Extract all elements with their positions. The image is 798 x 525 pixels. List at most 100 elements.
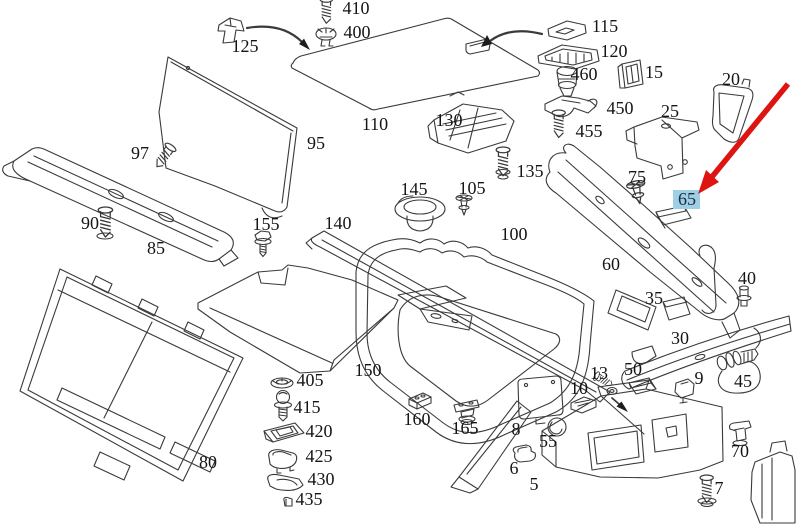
flow-arrow-13-to-panel bbox=[611, 397, 628, 412]
callout-5[interactable]: 5 bbox=[530, 474, 539, 494]
part-400-clip-nut bbox=[315, 27, 337, 47]
callout-25[interactable]: 25 bbox=[661, 101, 679, 121]
part-110-load-floor-panel bbox=[290, 17, 541, 111]
callout-85[interactable]: 85 bbox=[147, 238, 165, 258]
part-55-grommet bbox=[547, 417, 567, 437]
part-35-pad bbox=[662, 296, 691, 321]
part-410-screw bbox=[319, 0, 334, 24]
callout-400[interactable]: 400 bbox=[344, 22, 371, 42]
callout-60[interactable]: 60 bbox=[602, 254, 620, 274]
callout-455[interactable]: 455 bbox=[576, 121, 603, 141]
part-115-cover-lid bbox=[547, 20, 587, 41]
callout-40[interactable]: 40 bbox=[738, 268, 756, 288]
callout-90[interactable]: 90 bbox=[81, 213, 99, 233]
callout-100[interactable]: 100 bbox=[501, 224, 528, 244]
flow-arrow-115-to-floor bbox=[481, 30, 544, 47]
callout-140[interactable]: 140 bbox=[325, 213, 352, 233]
part-105-push-clip bbox=[455, 194, 473, 216]
part-100-trunk-tub bbox=[355, 238, 595, 445]
callout-110[interactable]: 110 bbox=[362, 114, 388, 134]
part-155-bolt bbox=[254, 230, 272, 258]
callout-130[interactable]: 130 bbox=[436, 110, 463, 130]
part-70-bracket bbox=[728, 420, 752, 447]
part-80-seat-back-panel bbox=[19, 268, 244, 482]
callout-45[interactable]: 45 bbox=[734, 371, 752, 391]
callout-420[interactable]: 420 bbox=[306, 421, 333, 441]
callout-50[interactable]: 50 bbox=[624, 359, 642, 379]
callout-430[interactable]: 430 bbox=[308, 469, 335, 489]
callout-410[interactable]: 410 bbox=[343, 0, 370, 18]
part-10-clip bbox=[570, 396, 597, 414]
callout-65-highlight-box[interactable] bbox=[673, 190, 700, 209]
callout-165[interactable]: 165 bbox=[452, 418, 479, 438]
callout-35[interactable]: 35 bbox=[645, 288, 663, 308]
callout-425[interactable]: 425 bbox=[306, 446, 333, 466]
callout-120[interactable]: 120 bbox=[601, 41, 628, 61]
part-95-rear-bulkhead-panel bbox=[158, 56, 298, 219]
callout-9[interactable]: 9 bbox=[695, 368, 704, 388]
part-40-plug bbox=[736, 285, 752, 307]
callout-460[interactable]: 460 bbox=[571, 64, 598, 84]
part-145-grommet bbox=[394, 195, 446, 232]
part-9-clip-box bbox=[674, 378, 695, 404]
part-8-mounting-plate bbox=[517, 375, 564, 425]
callout-20[interactable]: 20 bbox=[722, 69, 740, 89]
selection-arrow bbox=[698, 82, 791, 194]
part-6-hook-clip bbox=[512, 444, 536, 463]
callout-80[interactable]: 80 bbox=[199, 452, 217, 472]
callout-160[interactable]: 160 bbox=[404, 409, 431, 429]
callout-75[interactable]: 75 bbox=[628, 167, 646, 187]
callout-15[interactable]: 15 bbox=[645, 62, 663, 82]
part-13-screw-clip bbox=[591, 370, 618, 396]
callout-150[interactable]: 150 bbox=[355, 360, 382, 380]
part-85-sill-strip bbox=[2, 147, 239, 267]
part-430-tray-cap bbox=[267, 473, 304, 492]
callout-155[interactable]: 155 bbox=[253, 214, 280, 234]
part-7-screw bbox=[697, 474, 717, 508]
callout-105[interactable]: 105 bbox=[459, 178, 486, 198]
part-135-screw bbox=[495, 146, 511, 180]
callout-125[interactable]: 125 bbox=[232, 36, 259, 56]
part-425-cap bbox=[268, 449, 298, 474]
part-165-clip-plate bbox=[453, 399, 480, 426]
selection-arrow-head bbox=[698, 170, 719, 194]
callout-450[interactable]: 450 bbox=[607, 98, 634, 118]
part-405-washer bbox=[270, 377, 294, 389]
part-90-screw bbox=[96, 206, 114, 240]
callout-30[interactable]: 30 bbox=[671, 328, 689, 348]
callout-95[interactable]: 95 bbox=[307, 133, 325, 153]
callout-415[interactable]: 415 bbox=[294, 397, 321, 417]
callout-13[interactable]: 13 bbox=[590, 363, 608, 383]
part-45-cable-with-bolt bbox=[716, 327, 762, 394]
callout-55[interactable]: 55 bbox=[539, 431, 557, 451]
part-15-frame-clip bbox=[617, 59, 644, 89]
part-420-retainer-frame bbox=[263, 422, 305, 443]
part-130-ribbed-tray bbox=[427, 103, 515, 154]
callout-145[interactable]: 145 bbox=[401, 179, 428, 199]
callout-135[interactable]: 135 bbox=[517, 161, 544, 181]
part-150-floor-board bbox=[197, 264, 399, 374]
part-455-screw bbox=[551, 109, 566, 139]
callout-97[interactable]: 97 bbox=[131, 143, 149, 163]
part-415-bolt bbox=[273, 389, 293, 422]
callout-65-label[interactable]: 65 bbox=[678, 189, 696, 209]
part-97-screw bbox=[151, 141, 178, 171]
callout-10[interactable]: 10 bbox=[570, 378, 588, 398]
part-160-block bbox=[408, 392, 432, 410]
callout-405[interactable]: 405 bbox=[297, 370, 324, 390]
flow-arrow-125-to-floor bbox=[245, 25, 310, 50]
part-120-module-frame bbox=[537, 44, 600, 70]
callout-7[interactable]: 7 bbox=[715, 478, 724, 498]
part-5-pillar-trim-and-quarter-panel bbox=[450, 379, 724, 494]
callout-6[interactable]: 6 bbox=[510, 458, 519, 478]
callout-70[interactable]: 70 bbox=[731, 441, 749, 461]
callout-435[interactable]: 435 bbox=[296, 489, 323, 509]
part-125-bracket bbox=[217, 17, 245, 44]
callout-65-highlighted[interactable]: 65 bbox=[673, 189, 700, 209]
part-corner-trim-piece bbox=[750, 440, 796, 524]
part-435-small-clip bbox=[283, 496, 293, 507]
callout-8[interactable]: 8 bbox=[512, 419, 521, 439]
callout-115[interactable]: 115 bbox=[592, 16, 618, 36]
part-460-plug bbox=[556, 65, 578, 97]
